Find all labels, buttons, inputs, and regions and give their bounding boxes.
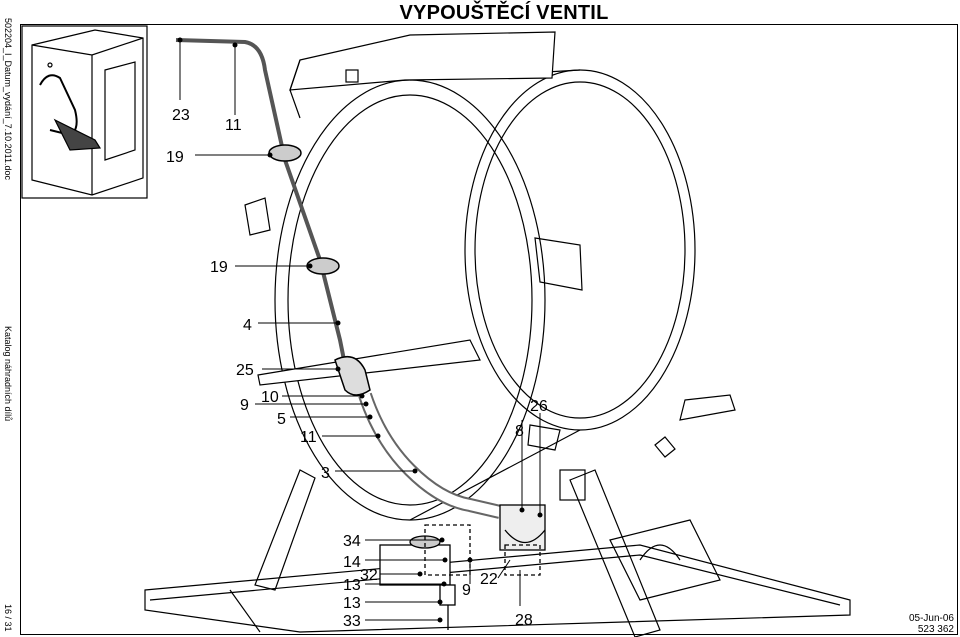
hose-illustration xyxy=(175,38,347,366)
callout-9: 9 xyxy=(240,397,249,414)
page-title: VYPOUŠTĚCÍ VENTIL xyxy=(399,2,609,24)
callout-26: 26 xyxy=(530,398,548,415)
callout-4: 4 xyxy=(243,317,252,334)
callout-22: 22 xyxy=(480,571,498,588)
connector-25 xyxy=(334,355,371,396)
callout-14: 14 xyxy=(343,554,361,571)
callout-25: 25 xyxy=(236,362,254,379)
callout-28: 28 xyxy=(515,612,533,629)
hose-clamp-19-upper xyxy=(268,144,302,162)
leader-dots xyxy=(177,37,543,623)
callout-19: 19 xyxy=(166,149,184,166)
inset-frame xyxy=(21,25,148,199)
callout-34: 34 xyxy=(343,533,361,550)
callout-32: 32 xyxy=(360,567,378,584)
footer: 05-Jun-06 523 362 xyxy=(909,613,954,635)
callout-11: 11 xyxy=(300,429,317,446)
callout-13: 13 xyxy=(343,577,361,594)
callout-3: 3 xyxy=(321,465,330,482)
callout-23: 23 xyxy=(172,107,190,124)
callout-8: 8 xyxy=(515,423,524,440)
callout-5: 5 xyxy=(277,411,286,428)
inset-washer-illustration xyxy=(31,29,144,196)
callout-11: 11 xyxy=(225,117,242,134)
footer-date: 05-Jun-06 xyxy=(908,613,954,624)
leader-lines xyxy=(179,40,541,621)
callout-10: 10 xyxy=(261,389,279,406)
callout-33: 33 xyxy=(343,613,361,630)
footer-code: 523 362 xyxy=(917,624,954,635)
callout-19: 19 xyxy=(210,259,228,276)
drain-valve-illustration xyxy=(379,504,546,630)
callout-9: 9 xyxy=(462,582,471,599)
drum-illustration xyxy=(144,31,851,637)
drawing-frame xyxy=(20,24,958,635)
callout-13: 13 xyxy=(343,595,361,612)
